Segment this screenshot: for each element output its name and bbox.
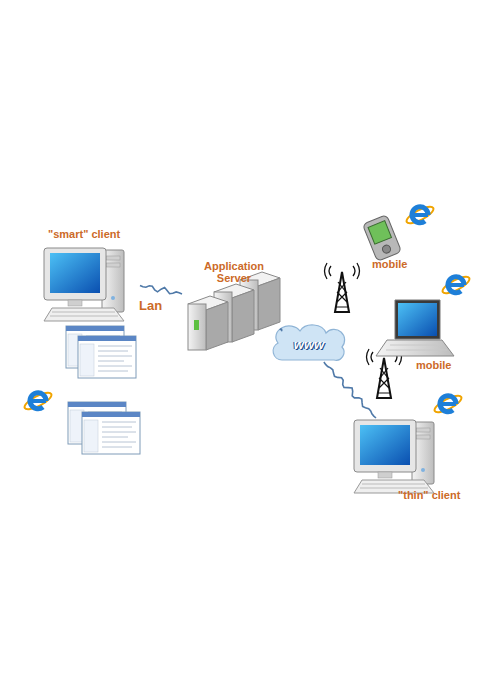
wavy-line: [324, 362, 376, 418]
wavy-line: [280, 329, 282, 331]
browser-icons: [22, 204, 471, 416]
node-label: mobile: [372, 258, 420, 270]
client-box: "smart" client: [40, 228, 140, 323]
smart-client-computer: [44, 248, 124, 321]
node-label: mobile: [416, 359, 460, 371]
network-link: [280, 329, 282, 331]
mobile-phone: [362, 215, 401, 262]
thin-client-computer: [354, 420, 434, 493]
mobile-box: mobile: [360, 214, 420, 276]
node-label: "smart" client: [48, 228, 143, 240]
node-label: Application Server: [204, 260, 264, 284]
cloud-box: www: [274, 330, 344, 362]
wavy-line: [140, 286, 182, 295]
node-label: "thin" client: [398, 489, 482, 501]
link-label: Lan: [139, 298, 162, 313]
smart-client-screens: [66, 326, 140, 454]
client-box: "thin" client: [352, 418, 482, 506]
server-box: Application Server: [182, 258, 282, 350]
internet-cloud: [273, 325, 344, 360]
radio-towers: [325, 263, 402, 398]
mobile-box: mobile: [376, 296, 460, 372]
mobile-laptop: [376, 300, 454, 356]
network-link: [140, 286, 182, 295]
node-label: www: [274, 339, 344, 351]
network-link: [324, 362, 376, 418]
